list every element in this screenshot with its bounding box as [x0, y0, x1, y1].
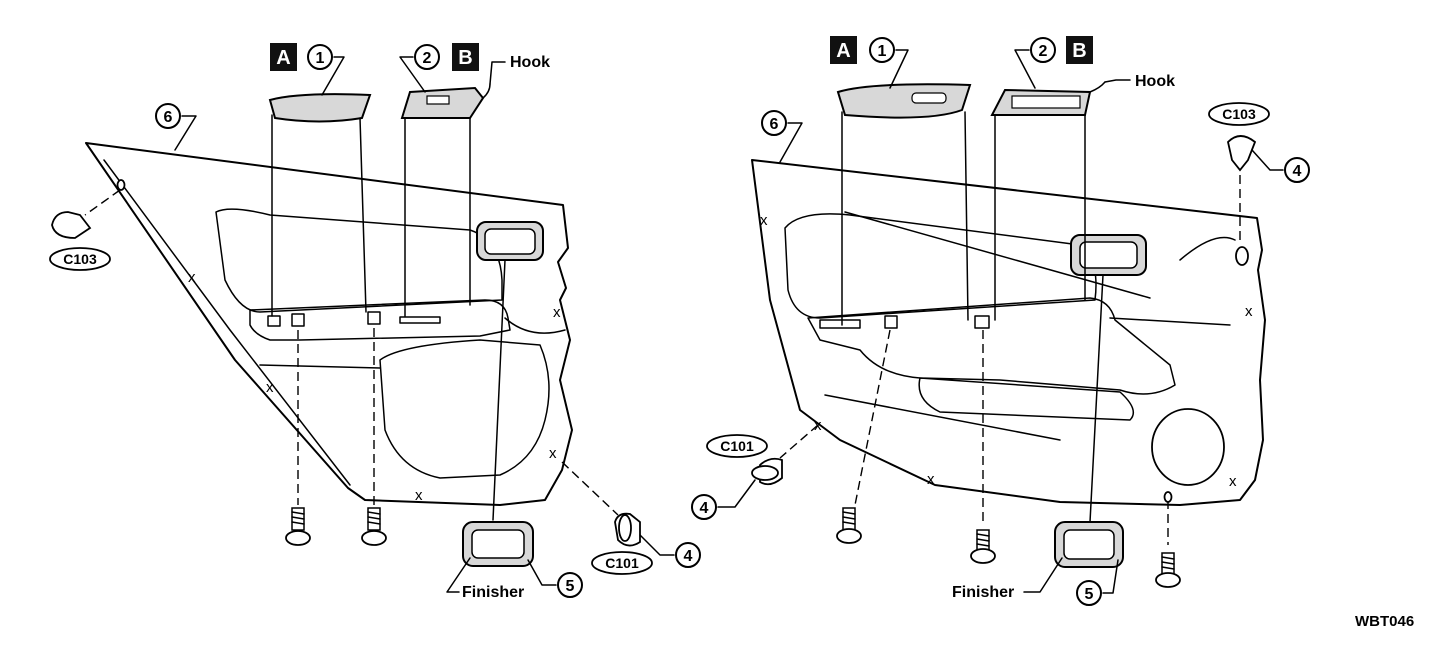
c103-label: C103 [63, 251, 97, 267]
finisher-label: Finisher [952, 584, 1014, 601]
rear-door-trim-panel [85, 142, 573, 506]
callout-4-text: 4 [684, 548, 693, 565]
clip-c103-icon [51, 211, 92, 239]
c101-badge [706, 434, 768, 458]
front-pull-handle-escutcheon [836, 83, 972, 119]
callout-6 [761, 110, 787, 136]
box-a-label [830, 36, 857, 64]
clip-c101-icon [614, 512, 641, 547]
figure-code: WBT046 [1355, 613, 1414, 630]
clip-c103-icon [1227, 135, 1257, 172]
box-a-label [270, 43, 297, 71]
box-a-text: A [276, 47, 290, 69]
callout-1 [869, 37, 895, 63]
c103-badge [49, 247, 111, 271]
clip-location-mark: x [1229, 473, 1237, 490]
box-b-text: B [1072, 40, 1086, 62]
screw-icon [1155, 552, 1181, 588]
clip-location-mark: x [927, 471, 935, 488]
screw-icon [836, 507, 862, 544]
callout-2 [1030, 37, 1056, 63]
front-door-armrest-recess [784, 213, 1097, 319]
c101-label: C101 [605, 555, 639, 571]
clip-location-mark: x [814, 417, 822, 434]
front-door-trim-panel [751, 159, 1266, 506]
callout-4-text: 4 [1293, 163, 1302, 180]
rear-door-pocket [379, 339, 550, 479]
callout-6 [155, 103, 181, 129]
callout-6-text: 6 [164, 109, 173, 126]
callout-5 [1076, 580, 1102, 606]
callout-4 [1284, 157, 1310, 183]
screw-icon [361, 507, 387, 546]
callout-5 [557, 572, 583, 598]
speaker-grille [1151, 408, 1225, 486]
clip-location-mark: x [415, 487, 423, 504]
clip-location-mark: x [760, 212, 768, 229]
box-a-text: A [836, 40, 850, 62]
clip-location-mark: x [188, 269, 196, 286]
callout-6-text: 6 [770, 116, 779, 133]
callout-5-text: 5 [1085, 586, 1094, 603]
clip-location-mark: x [549, 445, 557, 462]
c101-badge [591, 551, 653, 575]
clip-location-mark: x [266, 379, 274, 396]
callout-4 [675, 542, 701, 568]
rear-door-assembly: x x x x x A 1 2 B Hook 6 C103 C101 4 5 F… [49, 43, 701, 601]
callout-1 [307, 44, 333, 70]
rear-door-armrest-recess [215, 208, 503, 313]
front-door-assembly: x x x x x A 1 2 B Hook 6 C103 4 C101 4 5 [691, 36, 1310, 606]
callout-2-text: 2 [423, 50, 432, 67]
hook-label: Hook [510, 54, 550, 71]
rear-door-armrest [249, 299, 511, 341]
rear-pull-handle-escutcheon [268, 93, 372, 123]
clip-location-mark: x [1245, 303, 1253, 320]
callout-1-text: 1 [316, 50, 325, 67]
rear-door-trim-inner-edge [103, 159, 351, 486]
hook-label: Hook [1135, 73, 1175, 90]
clip-location-mark: x [553, 304, 561, 321]
box-b-label [1066, 36, 1093, 64]
c103-badge [1208, 102, 1270, 126]
c103-label: C103 [1222, 106, 1256, 122]
box-b-label [452, 43, 479, 71]
callout-5-text: 5 [566, 578, 575, 595]
c101-label: C101 [720, 438, 754, 454]
clip-c101-icon [751, 457, 783, 486]
front-door-pocket [918, 377, 1135, 421]
screw-icon [285, 507, 311, 546]
box-b-text: B [458, 47, 472, 69]
rear-projection-lines [84, 114, 619, 521]
front-projection-lines [779, 111, 1241, 545]
callout-2 [414, 44, 440, 70]
screw-icon [970, 529, 996, 564]
finisher-label: Finisher [462, 584, 524, 601]
callout-1-text: 1 [878, 43, 887, 60]
front-door-armrest [807, 297, 1176, 395]
callout-2-text: 2 [1039, 43, 1048, 60]
callout-4-text: 4 [700, 500, 709, 517]
callout-4 [691, 494, 717, 520]
